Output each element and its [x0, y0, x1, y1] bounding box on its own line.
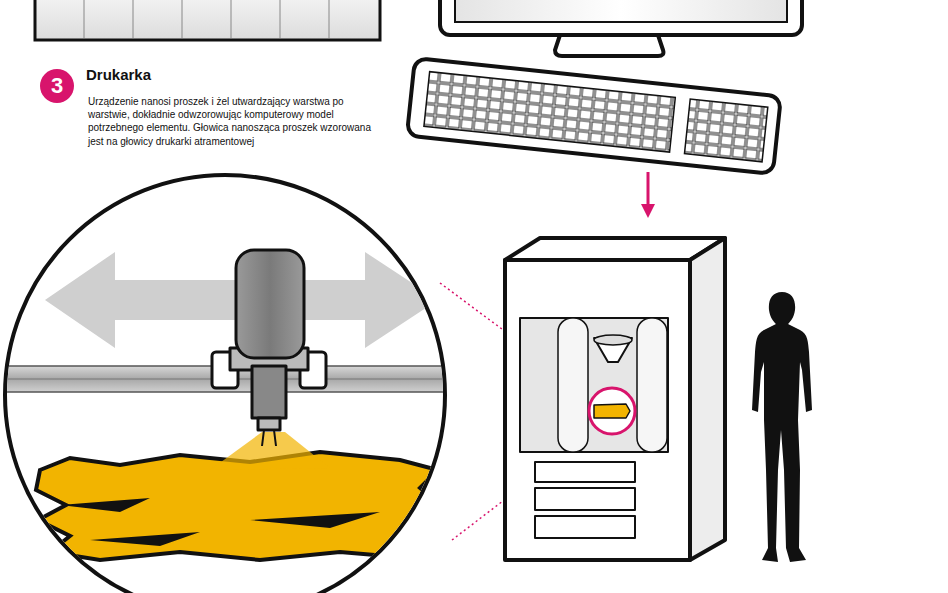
table-bar [35, 0, 380, 40]
flow-arrow [641, 172, 655, 218]
zoom-lens [0, 175, 460, 593]
section-heading: Drukarka [86, 66, 286, 84]
computer-monitor [440, 0, 802, 56]
callout-number: 3 [51, 75, 63, 97]
description-text: Urządzenie nanosi proszek i żel utwardza… [88, 95, 388, 148]
badge-fill [40, 69, 74, 103]
human-silhouette [752, 292, 812, 562]
keyboard [407, 58, 781, 174]
step-number-badge: 3 [40, 69, 74, 103]
3d-printer [505, 238, 725, 560]
